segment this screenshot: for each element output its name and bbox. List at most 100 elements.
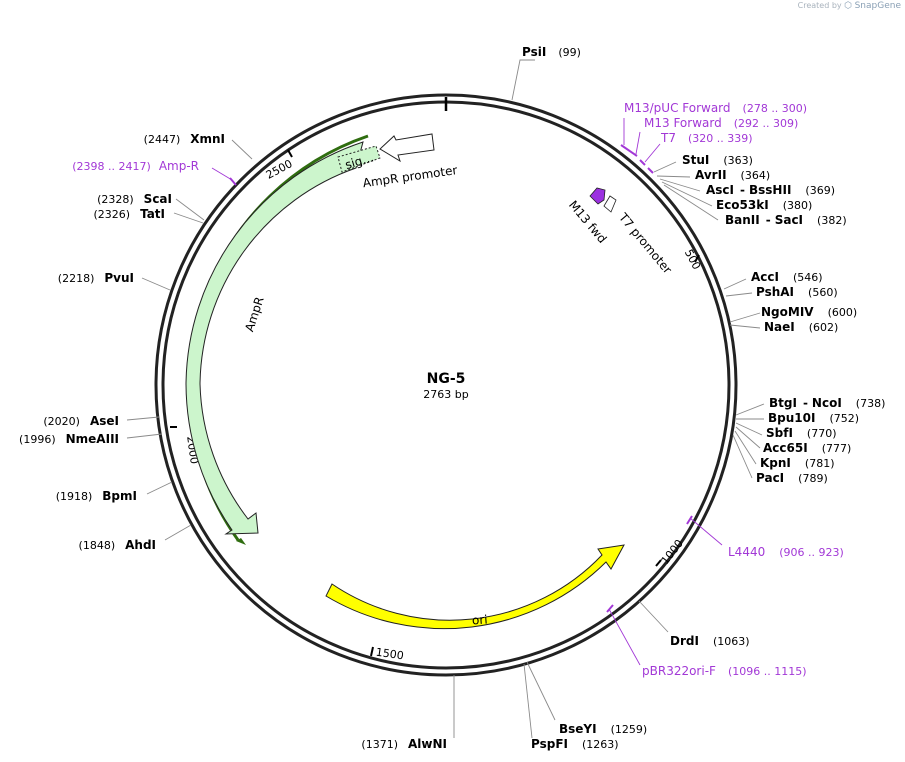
enzyme-btgi[interactable]: BtgI [769, 396, 797, 410]
credit-prefix: Created by [797, 1, 842, 10]
snapgene-credit: Created by ⬡ SnapGene [798, 1, 901, 11]
svg-text:T7(320 .. 339): T7(320 .. 339) [660, 131, 753, 145]
primer-t7[interactable]: T7 [660, 131, 676, 145]
primer-m13-puc-forward[interactable]: M13/pUC Forward [624, 101, 731, 115]
tick-500: 500 [682, 247, 703, 272]
svg-text:KpnI(781): KpnI(781) [760, 456, 835, 470]
enzyme-scai[interactable]: ScaI [144, 192, 172, 206]
sig-feature[interactable] [337, 145, 381, 173]
enzyme-banii[interactable]: BanII [725, 213, 760, 227]
enzyme-leader-lines [126, 59, 765, 739]
enzyme-psii[interactable]: PsiI [522, 45, 546, 59]
ori-label: ori [472, 612, 489, 627]
tick-1500: 1500 [370, 646, 405, 663]
svg-text:(2326)TatI: (2326)TatI [93, 207, 165, 221]
enzyme-ncoi[interactable]: NcoI [812, 396, 842, 410]
svg-text:NgoMIV(600): NgoMIV(600) [761, 305, 857, 319]
svg-text:NaeI(602): NaeI(602) [764, 320, 838, 334]
svg-text:M13 Forward(292 .. 309): M13 Forward(292 .. 309) [644, 116, 798, 130]
svg-text:(2218)PvuI: (2218)PvuI [58, 271, 134, 285]
enzyme-drdi[interactable]: DrdI [670, 634, 699, 648]
enzyme-acci[interactable]: AccI [751, 270, 779, 284]
svg-text:AscI-BssHII(369): AscI-BssHII(369) [706, 183, 835, 197]
svg-text:500: 500 [682, 247, 703, 272]
svg-text:Acc65I(777): Acc65I(777) [763, 441, 851, 455]
t7-promoter-label: T7 promoter [615, 210, 674, 277]
svg-text:1500: 1500 [375, 646, 405, 663]
enzyme-bpu10i[interactable]: Bpu10I [768, 411, 815, 425]
enzyme-tati[interactable]: TatI [140, 207, 165, 221]
enzyme-pspfi[interactable]: PspFI [531, 737, 568, 751]
enzyme-stui[interactable]: StuI [682, 153, 709, 167]
svg-text:(2447)XmnI: (2447)XmnI [144, 132, 225, 146]
svg-text:PspFI(1263): PspFI(1263) [531, 737, 619, 751]
primer-pbr322ori-f[interactable]: pBR322ori-F [642, 664, 716, 678]
svg-text:(2020)AseI: (2020)AseI [43, 414, 119, 428]
svg-text:(1371)AlwNI: (1371)AlwNI [361, 737, 447, 751]
svg-text:(1918)BpmI: (1918)BpmI [56, 489, 137, 503]
enzyme-bseyi[interactable]: BseYI [559, 722, 597, 736]
enzyme-asei[interactable]: AseI [90, 414, 119, 428]
enzyme-eco53ki[interactable]: Eco53kI [716, 198, 769, 212]
enzyme-alwni[interactable]: AlwNI [408, 737, 447, 751]
snapgene-logo-icon: ⬡ [844, 1, 853, 11]
plasmid-length: 2763 bp [423, 388, 468, 401]
ampr-outline-arrow [236, 538, 246, 545]
enzyme-kpni[interactable]: KpnI [760, 456, 791, 470]
credit-brand: SnapGene [854, 1, 901, 11]
svg-text:(1996)NmeAIII: (1996)NmeAIII [19, 432, 119, 446]
svg-text:PacI(789): PacI(789) [756, 471, 828, 485]
svg-text:BtgI-NcoI(738): BtgI-NcoI(738) [769, 396, 885, 410]
ampr-promoter-label: AmpR promoter [362, 163, 458, 190]
ampr-feature[interactable] [185, 141, 364, 535]
enzyme-sbfi[interactable]: SbfI [766, 426, 793, 440]
m13-fwd-feature[interactable] [589, 187, 606, 205]
primer-leader-lines [211, 118, 723, 666]
svg-text:DrdI(1063): DrdI(1063) [670, 634, 750, 648]
svg-text:SbfI(770): SbfI(770) [766, 426, 837, 440]
svg-text:AvrII(364): AvrII(364) [695, 168, 770, 182]
svg-text:StuI(363): StuI(363) [682, 153, 753, 167]
primer-l4440[interactable]: L4440 [728, 545, 765, 559]
t7-promoter-feature[interactable] [603, 195, 617, 213]
enzyme-labels: PsiI(99) StuI(363) AvrII(364) AscI-BssHI… [19, 45, 885, 751]
enzyme-ngomiv[interactable]: NgoMIV [761, 305, 814, 319]
enzyme-asci[interactable]: AscI [706, 183, 734, 197]
svg-text:(2328)ScaI: (2328)ScaI [97, 192, 172, 206]
svg-text:PshAI(560): PshAI(560) [756, 285, 838, 299]
svg-text:BanII-SacI(382): BanII-SacI(382) [725, 213, 847, 227]
enzyme-xmni[interactable]: XmnI [190, 132, 225, 146]
enzyme-ahdi[interactable]: AhdI [125, 538, 156, 552]
primer-marks [229, 144, 693, 613]
svg-text:PsiI(99): PsiI(99) [522, 45, 581, 59]
enzyme-saci[interactable]: SacI [775, 213, 803, 227]
enzyme-bpmi[interactable]: BpmI [102, 489, 137, 503]
enzyme-avrii[interactable]: AvrII [695, 168, 727, 182]
svg-text:M13/pUC Forward(278 .. 300): M13/pUC Forward(278 .. 300) [624, 101, 807, 115]
svg-text:pBR322ori-F(1096 .. 1115): pBR322ori-F(1096 .. 1115) [642, 664, 807, 678]
enzyme-paci[interactable]: PacI [756, 471, 784, 485]
enzyme-nmeaiii[interactable]: NmeAIII [66, 432, 119, 446]
ampr-promoter-feature[interactable] [379, 133, 435, 163]
ampr-feature-label: AmpR [242, 295, 266, 333]
backbone-outer-circle [154, 93, 738, 677]
svg-text:Bpu10I(752): Bpu10I(752) [768, 411, 859, 425]
svg-text:L4440(906 .. 923): L4440(906 .. 923) [728, 545, 844, 559]
primer-labels: M13/pUC Forward(278 .. 300) M13 Forward(… [72, 101, 844, 678]
svg-text:(2398 .. 2417)Amp-R: (2398 .. 2417)Amp-R [72, 159, 199, 173]
m13-fwd-label: M13 fwd [566, 198, 609, 246]
primer-amp-r[interactable]: Amp-R [159, 159, 199, 173]
enzyme-pvui[interactable]: PvuI [104, 271, 134, 285]
enzyme-naei[interactable]: NaeI [764, 320, 795, 334]
svg-text:Eco53kI(380): Eco53kI(380) [716, 198, 812, 212]
enzyme-pshai[interactable]: PshAI [756, 285, 794, 299]
plasmid-name: NG-5 [427, 371, 466, 387]
enzyme-bsshii[interactable]: BssHII [749, 183, 791, 197]
primer-m13-forward[interactable]: M13 Forward [644, 116, 722, 130]
svg-text:(1848)AhdI: (1848)AhdI [79, 538, 156, 552]
svg-text:AccI(546): AccI(546) [751, 270, 823, 284]
ori-feature[interactable] [325, 544, 625, 630]
enzyme-acc65i[interactable]: Acc65I [763, 441, 808, 455]
svg-text:BseYI(1259): BseYI(1259) [559, 722, 647, 736]
